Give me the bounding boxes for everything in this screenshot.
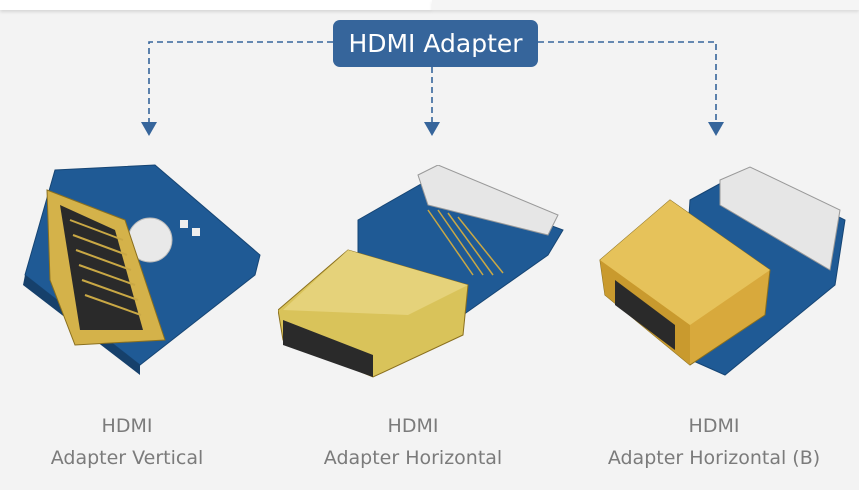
- connector-right: [538, 41, 717, 122]
- arrow-down-icon: [708, 122, 724, 136]
- product-label-line2: Adapter Horizontal (B): [607, 447, 821, 469]
- arrow-down-icon: [424, 122, 440, 136]
- product-label-vertical: HDMI Adapter Vertical: [0, 410, 257, 474]
- connector-left: [148, 41, 333, 122]
- product-label-line1: HDMI: [101, 415, 153, 437]
- product-label-horizontal: HDMI Adapter Horizontal: [283, 410, 543, 474]
- product-image-horizontal-b: [599, 166, 846, 376]
- product-label-line2: Adapter Horizontal: [323, 447, 503, 469]
- product-label-line1: HDMI: [688, 415, 740, 437]
- product-label-line1: HDMI: [387, 415, 439, 437]
- title-badge: HDMI Adapter: [333, 20, 538, 67]
- top-bar-left: [0, 0, 432, 10]
- product-label-line2: Adapter Vertical: [50, 447, 204, 469]
- product-image-horizontal: [278, 165, 564, 378]
- product-image-vertical: [23, 164, 261, 375]
- arrow-down-icon: [141, 122, 157, 136]
- top-bar-right: [432, 0, 859, 10]
- product-label-horizontal-b: HDMI Adapter Horizontal (B): [584, 410, 844, 474]
